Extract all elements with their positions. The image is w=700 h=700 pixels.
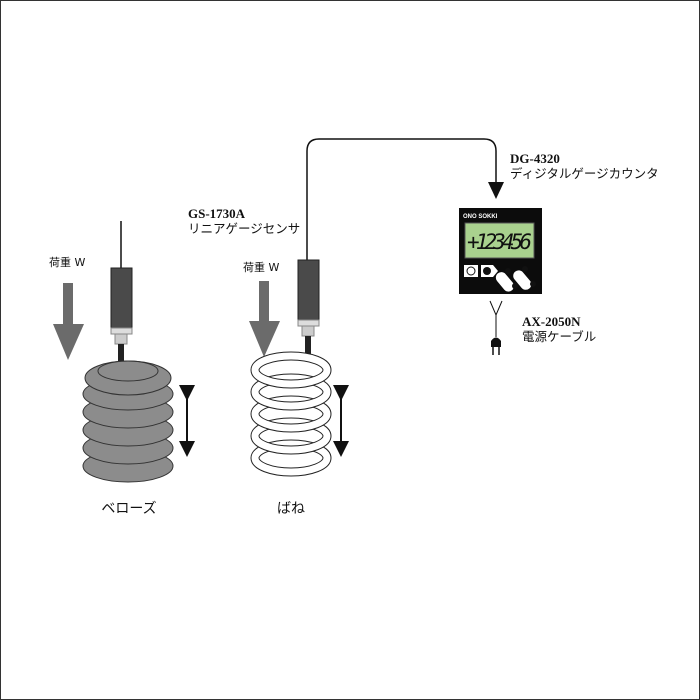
- load-arrow-left-icon: [53, 283, 84, 360]
- load-label-right: 荷重 W: [243, 260, 279, 274]
- sensor-cable: [306, 138, 497, 263]
- bellows: [82, 360, 174, 483]
- sensor-model: GS-1730A: [188, 206, 246, 221]
- counter-model: DG-4320: [510, 151, 560, 166]
- power-cable: [489, 300, 503, 355]
- up-down-buttons[interactable]: [494, 268, 518, 294]
- cable-name: 電源ケーブル: [522, 329, 596, 344]
- load-arrow-right-icon: [249, 281, 280, 357]
- load-label-left: 荷重 W: [49, 255, 85, 269]
- spring-label: ばね: [277, 501, 305, 517]
- coil-spring: [250, 351, 332, 477]
- up-icon[interactable]: [505, 268, 511, 274]
- linear-gauge-sensor-left: [110, 267, 133, 366]
- right-icon[interactable]: [530, 281, 536, 287]
- circle-filled-icon: [483, 267, 491, 275]
- cable-model: AX-2050N: [522, 314, 581, 329]
- sensor-name: リニアゲージセンサ: [188, 221, 300, 236]
- linear-gauge-sensor-right: [297, 259, 320, 356]
- brand-logo: ONO SOKKI: [463, 214, 498, 220]
- cable-arrow-icon: [488, 182, 504, 199]
- digital-gauge-counter: ONO SOKKI +123456: [459, 208, 542, 294]
- down-icon[interactable]: [512, 283, 518, 289]
- button-white[interactable]: [464, 265, 478, 277]
- counter-name: ディジタルゲージカウンタ: [510, 166, 659, 181]
- bellows-label: ベローズ: [101, 501, 156, 517]
- lcd-value: +123456: [467, 230, 532, 254]
- circle-open-icon: [466, 266, 476, 276]
- left-right-buttons[interactable]: [511, 266, 536, 292]
- plug-icon: [491, 337, 501, 347]
- left-icon[interactable]: [522, 266, 528, 272]
- lcd-display: [464, 222, 535, 259]
